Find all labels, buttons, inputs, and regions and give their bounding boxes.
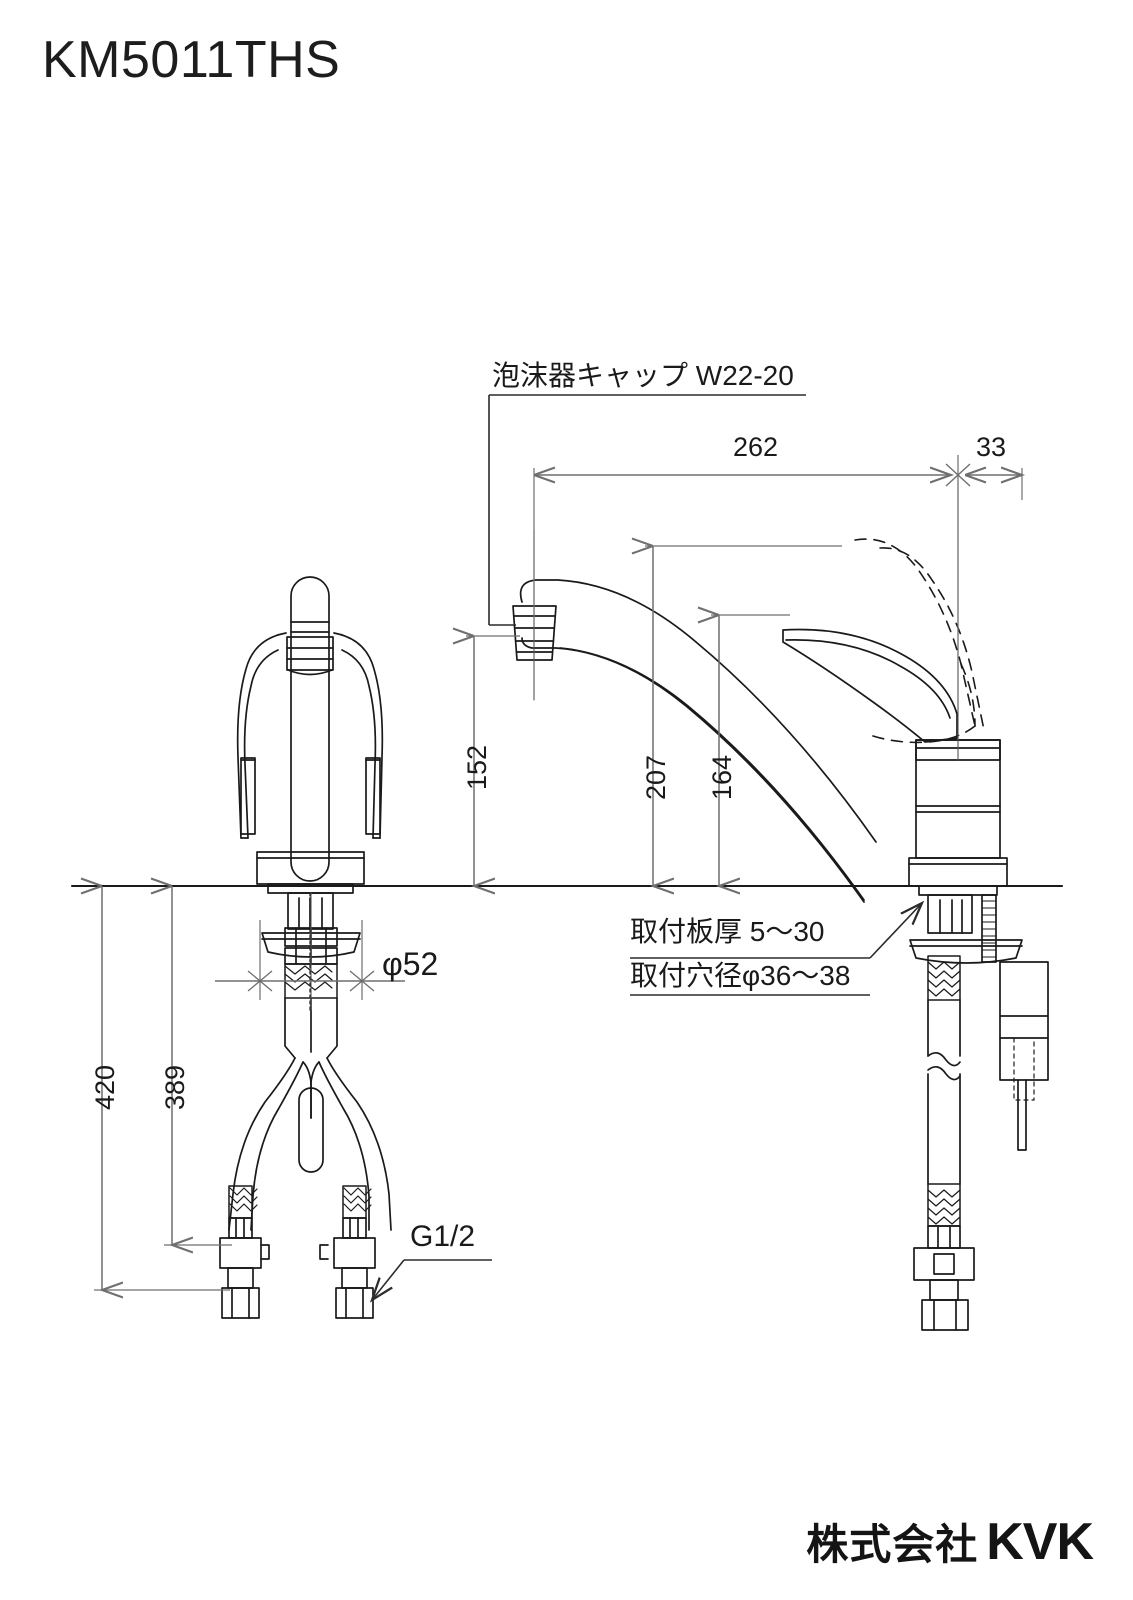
label-thread-spec: G1/2 [410,1220,476,1253]
label-dimension-262: 262 [733,432,779,462]
dimension-phi52 [215,920,405,1000]
company-logo: 株式会社 KVK [806,1511,1094,1572]
label-aerator-cap: 泡沫器キャップ W22-20 [492,360,794,391]
label-dimension-33: 33 [976,432,1007,462]
label-dimension-phi52: φ52 [382,946,439,982]
label-dimension-389: 389 [160,1064,190,1110]
leader-g12 [372,1259,492,1300]
brand-kvk: KVK [986,1513,1094,1571]
leader-mounting-notes [630,903,922,996]
dimension-389 [164,886,232,1245]
label-dimension-152: 152 [462,744,492,790]
front-view-faucet [236,576,384,894]
company-name-jp: 株式会社 [806,1521,979,1568]
label-mounting-hole-diameter: 取付穴径φ36〜38 [630,960,851,991]
side-view-faucet [512,538,1008,903]
label-dimension-420: 420 [90,1064,120,1110]
side-view-under-counter [909,894,1049,1331]
dimension-164 [711,615,790,886]
dimension-207 [645,546,842,886]
page-title: KM5011THS [42,31,341,89]
dimension-33 [965,468,1022,500]
label-dimension-207: 207 [641,754,671,800]
leader-aerator-cap [488,394,806,626]
dimension-420 [94,886,230,1290]
dimension-262 [533,455,959,700]
label-dimension-164: 164 [707,754,737,800]
label-mounting-plate-thickness: 取付板厚 5〜30 [630,916,825,947]
front-view-under-counter [219,892,392,1319]
dimension-152 [466,636,520,886]
